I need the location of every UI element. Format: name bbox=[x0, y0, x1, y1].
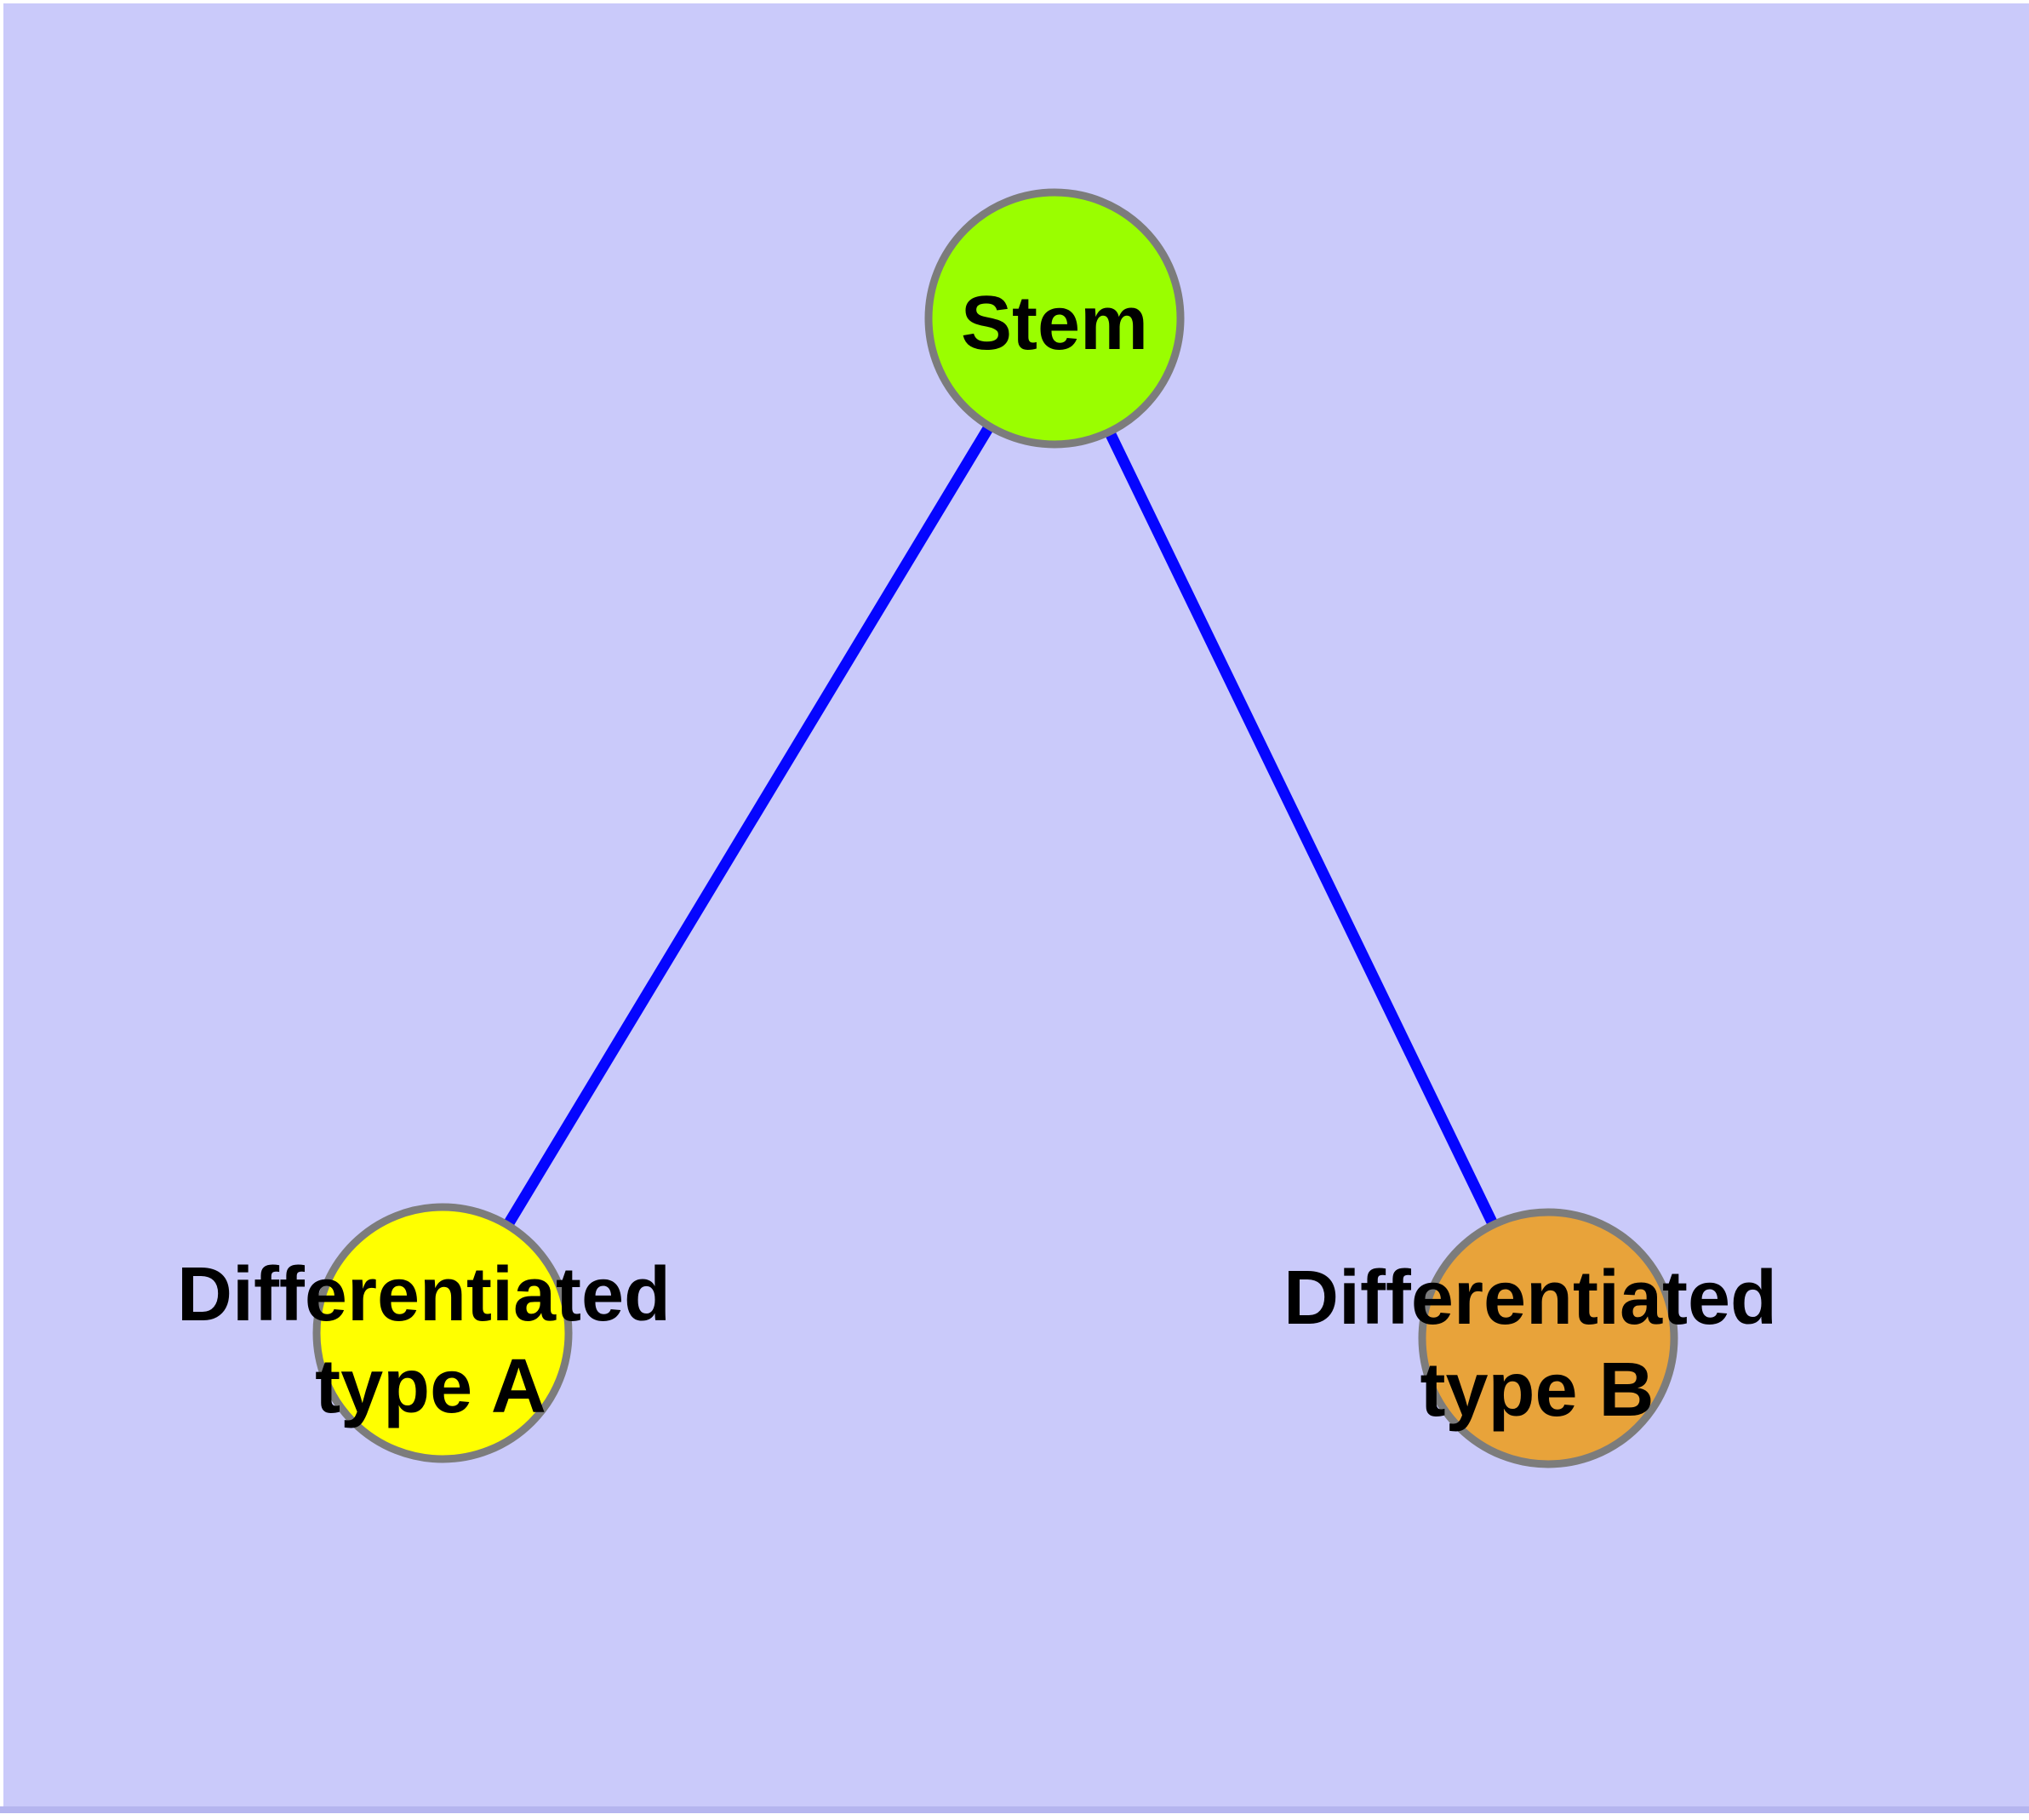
node-type-a-label-line2: type A bbox=[315, 1344, 546, 1429]
edge-stem-to-type-a bbox=[437, 315, 1060, 1336]
node-type-b-label-line1: Differentiated bbox=[1283, 1256, 1777, 1341]
bottom-frame-strip bbox=[0, 1813, 2029, 1820]
edge-stem-to-type-b bbox=[1049, 316, 1553, 1341]
left-frame-strip bbox=[0, 0, 3, 1820]
node-differentiated-type-a bbox=[312, 1203, 573, 1463]
node-differentiated-type-b bbox=[1418, 1208, 1678, 1468]
bottom-band bbox=[0, 1806, 2029, 1813]
node-type-b-label-line2: type B bbox=[1420, 1348, 1654, 1433]
top-frame-strip bbox=[0, 0, 2029, 3]
node-type-a-label-line1: Differentiated bbox=[177, 1252, 671, 1337]
node-stem bbox=[924, 188, 1185, 449]
node-stem-label: Stem bbox=[961, 281, 1148, 366]
